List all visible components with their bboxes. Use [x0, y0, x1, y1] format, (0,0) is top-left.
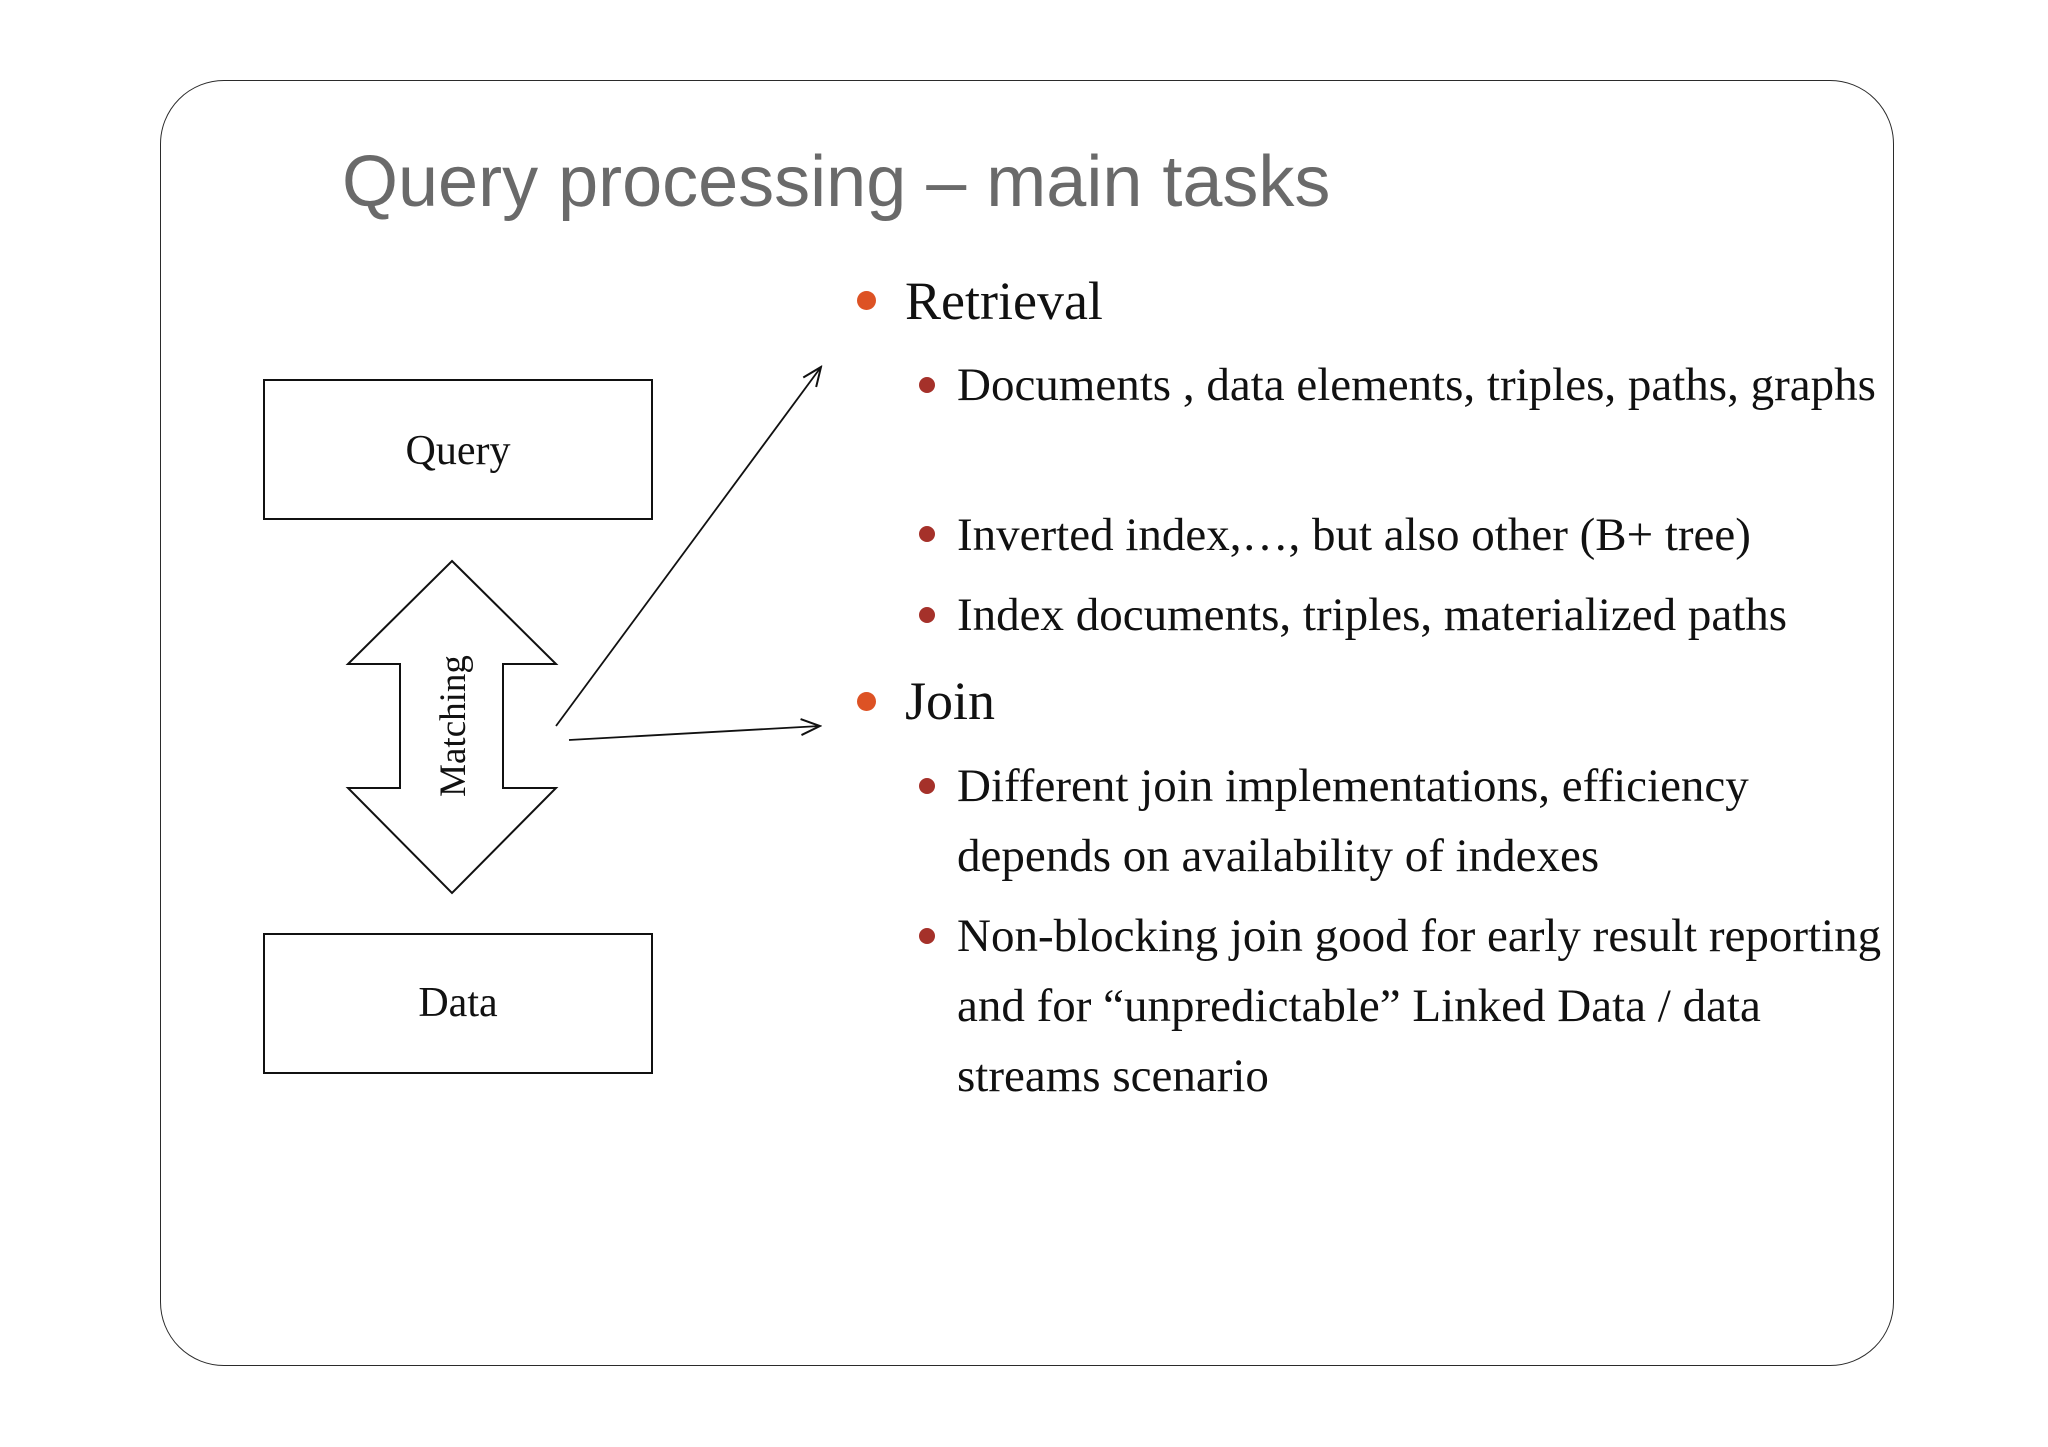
query-box: Query	[263, 379, 653, 520]
item-non-blocking-join: Non-blocking join good for early result …	[957, 910, 1882, 1102]
matching-label: Matching	[433, 655, 474, 797]
bullet-inverted-index	[919, 526, 935, 542]
data-box: Data	[263, 933, 653, 1074]
data-box-label: Data	[418, 980, 498, 1026]
bullet-index-documents	[919, 607, 935, 623]
bullet-non-blocking-join	[919, 928, 935, 944]
item-index-documents: Index documents, triples, materialized p…	[957, 589, 1788, 641]
item-inverted-index: Inverted index,…, but also other (B+ tre…	[957, 509, 1751, 561]
item-documents: Documents , data elements, triples, path…	[957, 359, 1876, 411]
bullet-join	[857, 692, 876, 711]
item-retrieval: Retrieval	[905, 271, 1103, 331]
arrow-to-retrieval	[555, 367, 821, 727]
bullet-retrieval	[857, 291, 876, 310]
arrow-to-join	[568, 726, 820, 741]
bullet-documents	[919, 377, 935, 393]
bullet-join-implementations	[919, 778, 935, 794]
matching-double-arrow: Matching	[345, 559, 559, 895]
item-join: Join	[905, 671, 996, 731]
item-join-implementations: Different join implementations, efficien…	[957, 760, 1749, 882]
query-box-label: Query	[406, 428, 511, 474]
slide-title: Query processing – main tasks	[342, 142, 1331, 222]
